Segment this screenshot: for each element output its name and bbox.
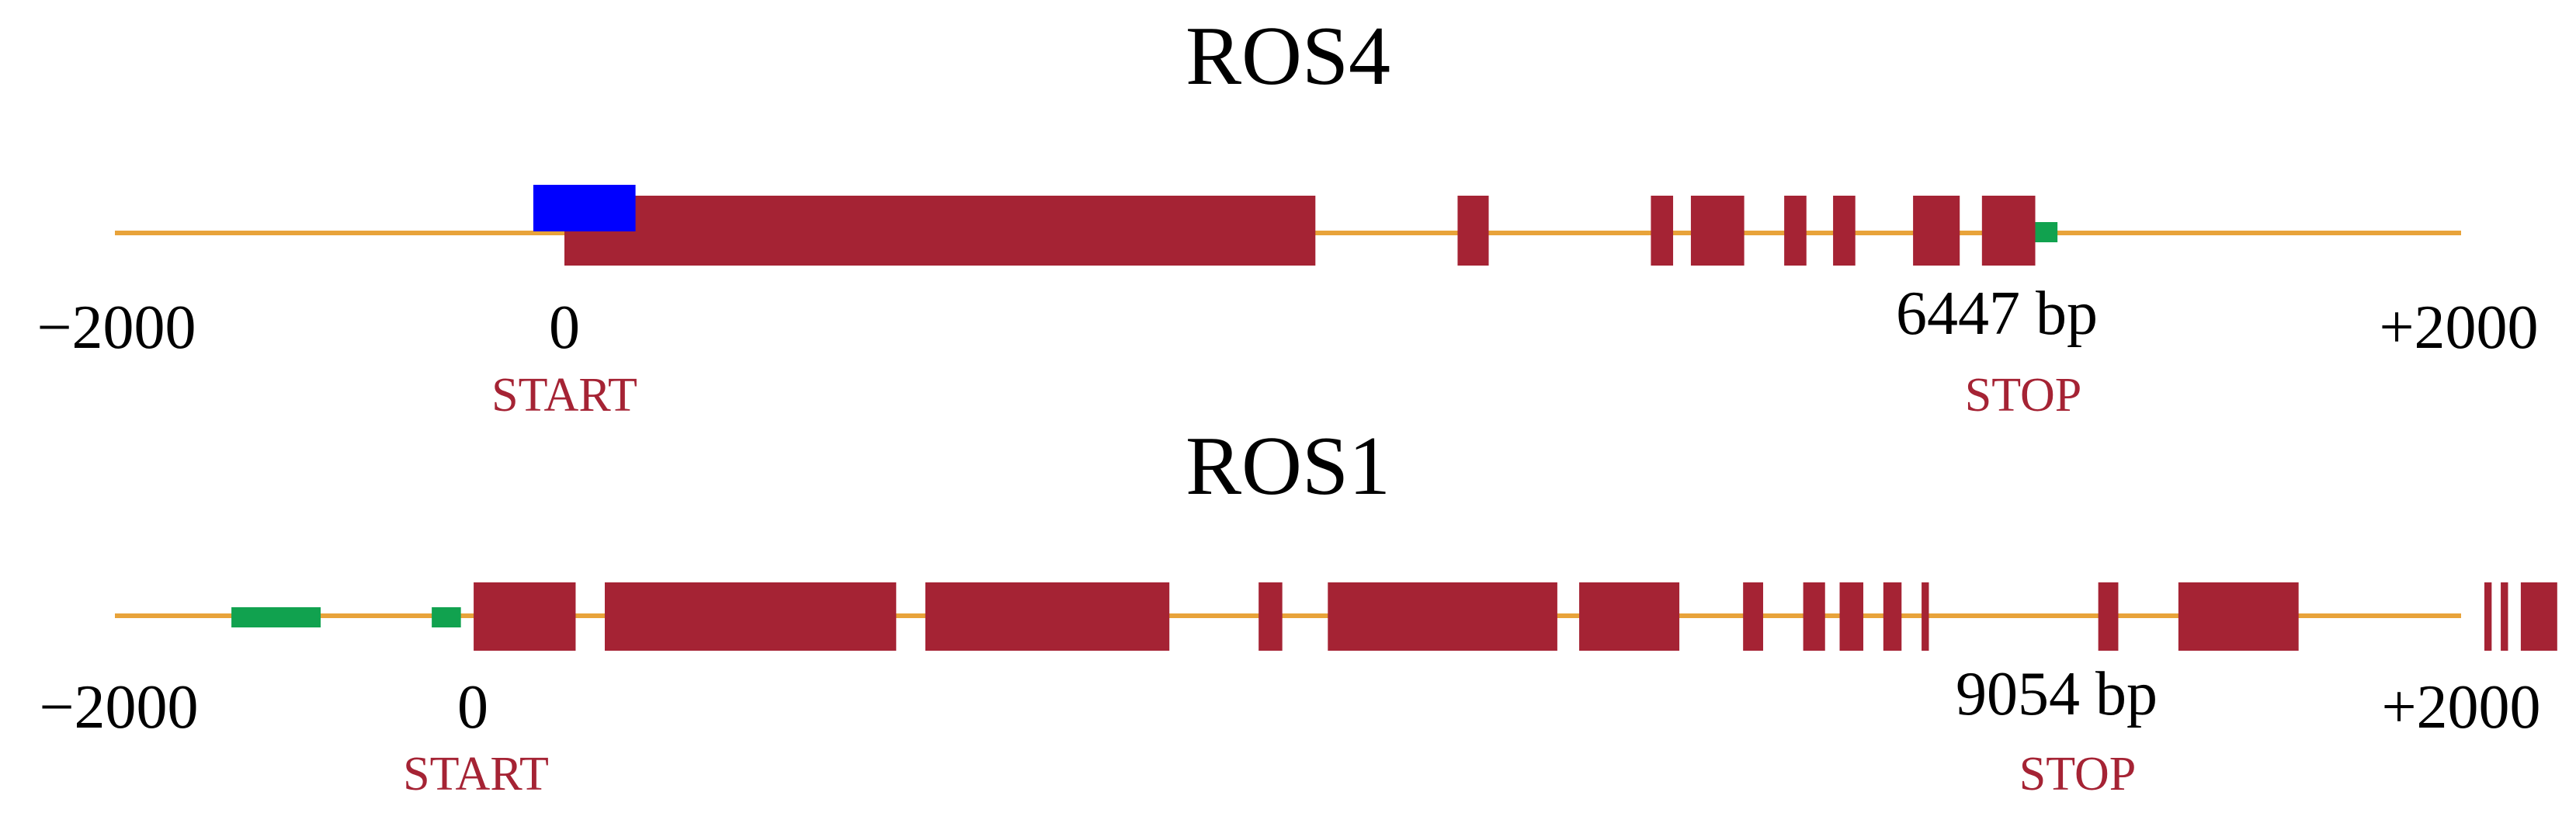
ros4-track: ROS4 −2000 +2000 0 START 6447 bp STOP xyxy=(36,10,2538,422)
ros1-start-label: START xyxy=(403,748,549,801)
ros4-start-value: 0 xyxy=(549,294,580,362)
ros1-exon-12 xyxy=(2098,582,2119,651)
ros1-exon-6 xyxy=(1579,582,1680,651)
ros4-exon-6 xyxy=(1833,196,1856,266)
ros4-exon-7 xyxy=(1913,196,1960,266)
ros1-exon-11 xyxy=(1922,582,1929,651)
ros1-left-label: −2000 xyxy=(39,673,198,742)
ros4-features xyxy=(533,185,2058,266)
ros4-stop-label: STOP xyxy=(1965,369,2082,422)
ros1-track: ROS1 −2000 +2000 0 START 9054 bp STOP xyxy=(39,420,2557,801)
ros1-exon-3 xyxy=(925,582,1170,651)
ros1-exon-10 xyxy=(1883,582,1902,651)
ros1-title: ROS1 xyxy=(1186,420,1390,512)
ros4-exon-5 xyxy=(1784,196,1807,266)
ros1-green-feature-1 xyxy=(231,607,321,627)
ros1-stop-label: STOP xyxy=(2019,748,2137,801)
ros4-stop-value: 6447 bp xyxy=(1896,280,2098,348)
ros1-exon-1 xyxy=(474,582,576,651)
ros1-exon-5 xyxy=(1328,582,1557,651)
ros4-exon-2 xyxy=(1457,196,1489,266)
ros1-exon-14 xyxy=(2484,582,2492,651)
ros4-green-feature-1 xyxy=(2035,222,2058,242)
ros4-exon-1 xyxy=(564,196,1316,266)
ros1-right-label: +2000 xyxy=(2381,673,2540,742)
ros1-green-feature-2 xyxy=(432,607,461,627)
ros1-exon-15 xyxy=(2501,582,2508,651)
ros1-exon-16 xyxy=(2520,582,2557,651)
ros4-exon-3 xyxy=(1651,196,1674,266)
ros4-title: ROS4 xyxy=(1186,10,1390,102)
ros1-exon-13 xyxy=(2178,582,2299,651)
ros1-stop-value: 9054 bp xyxy=(1956,660,2158,728)
ros4-left-label: −2000 xyxy=(36,294,196,362)
ros1-features xyxy=(231,582,2557,651)
ros4-exon-8 xyxy=(1981,196,2036,266)
ros1-exon-9 xyxy=(1839,582,1864,651)
ros1-exon-7 xyxy=(1743,582,1763,651)
ros4-right-label: +2000 xyxy=(2379,294,2538,362)
ros1-exon-2 xyxy=(604,582,897,651)
ros4-blue-feature-1 xyxy=(533,185,636,231)
ros4-start-label: START xyxy=(491,369,637,422)
ros1-exon-4 xyxy=(1258,582,1283,651)
ros1-exon-8 xyxy=(1803,582,1825,651)
ros4-exon-4 xyxy=(1690,196,1745,266)
ros1-start-value: 0 xyxy=(457,673,488,742)
